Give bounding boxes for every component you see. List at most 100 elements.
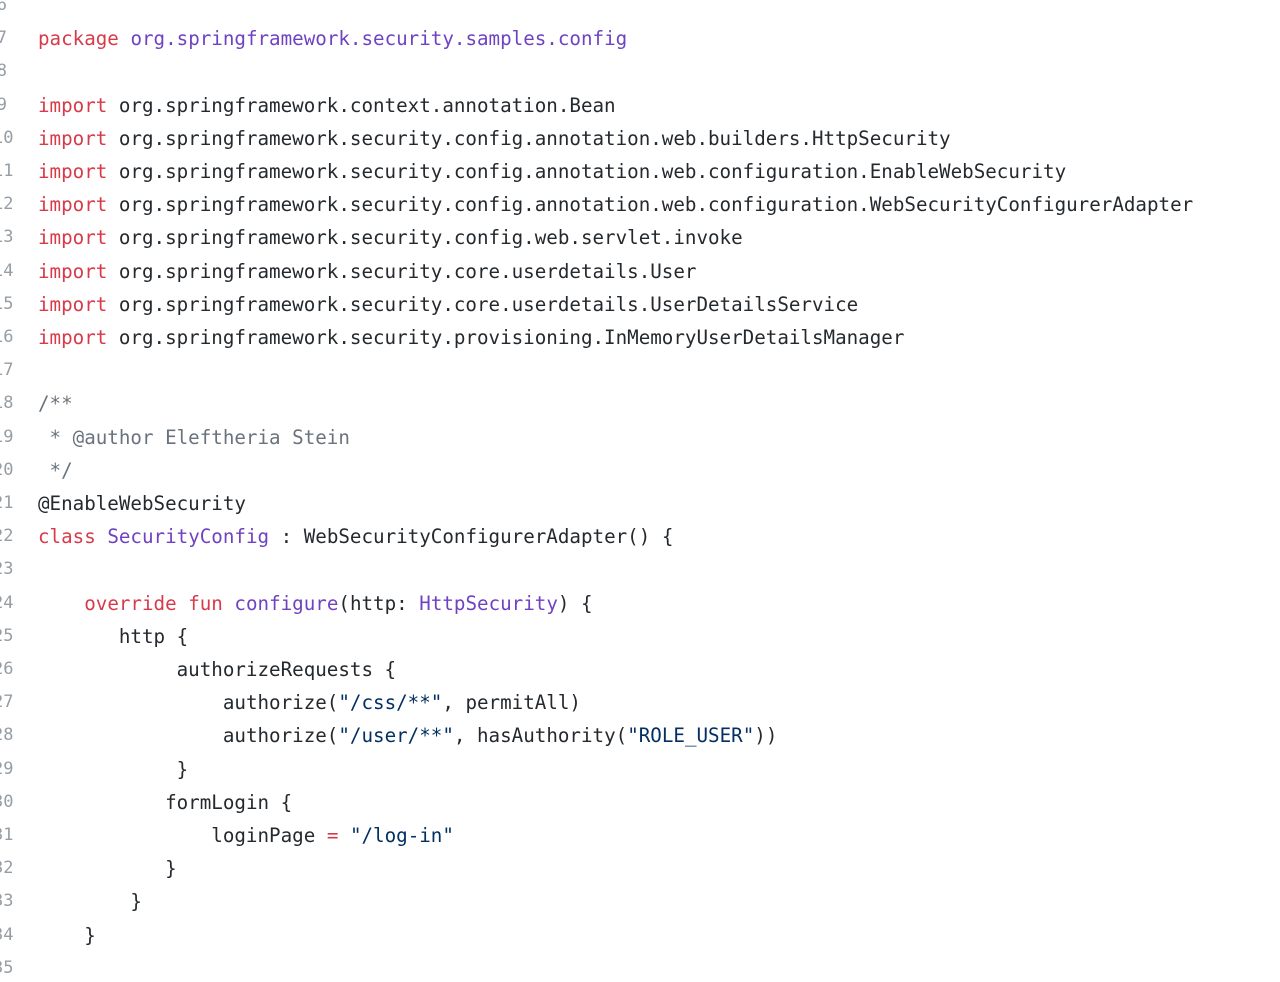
code-line[interactable]: 20 */ (0, 454, 1280, 487)
indent (38, 658, 177, 681)
line-number: 8 (0, 61, 7, 82)
string-token: "/css/**" (338, 691, 443, 715)
code-line[interactable]: 10import org.springframework.security.co… (0, 122, 1280, 155)
line-number: 10 (0, 127, 14, 148)
keyword-token: import (38, 93, 108, 117)
line-number: 34 (0, 924, 14, 945)
code-text: /** (38, 387, 73, 420)
code-line[interactable]: 16import org.springframework.security.pr… (0, 321, 1280, 354)
string-token: "ROLE_USER" (627, 724, 755, 748)
text-token (223, 592, 235, 615)
text-token: authorizeRequests { (176, 658, 397, 681)
text-token: loginPage (211, 824, 327, 847)
code-line[interactable]: 12 import org.springframework.security.co… (0, 188, 1280, 221)
code-line[interactable]: 8 (0, 55, 1280, 88)
code-line[interactable]: 11import org.springframework.security.co… (0, 155, 1280, 188)
code-line[interactable]: 28 authorize("/user/**", hasAuthority("R… (0, 719, 1280, 752)
code-line[interactable]: 17 (0, 354, 1280, 387)
text-token (338, 824, 350, 847)
line-number: 18 (0, 393, 14, 414)
line-number: 12 (0, 194, 14, 215)
line-number: 31 (0, 825, 14, 845)
code-text: http { (38, 620, 188, 653)
comment-token: /** (38, 392, 73, 416)
line-number: 29 (0, 758, 14, 779)
keyword-token: package (38, 27, 119, 51)
line-number: 22 (0, 526, 14, 547)
line-number: 9 (0, 94, 7, 115)
code-text: } (38, 852, 177, 885)
code-text: authorize("/css/**", permitAll) (38, 686, 581, 719)
indent (38, 625, 119, 648)
code-text: authorize("/user/**", hasAuthority("ROLE… (38, 719, 778, 752)
text-token: , permitAll) (442, 691, 581, 715)
keyword-token: import (38, 126, 108, 150)
code-line[interactable]: 6 (0, 0, 1280, 22)
code-line[interactable]: 30 formLogin { (0, 786, 1280, 819)
keyword-token: class (38, 525, 96, 549)
code-line[interactable]: 23 (0, 553, 1280, 586)
code-line[interactable]: 18 /** (0, 387, 1280, 420)
code-text: } (38, 753, 189, 786)
line-number: 28 (0, 725, 14, 746)
code-line[interactable]: 22class SecurityConfig : WebSecurityConf… (0, 520, 1280, 553)
indent (38, 724, 223, 747)
text-token: org.springframework.security.config.web.… (107, 226, 743, 250)
text-token: authorize( (222, 724, 339, 748)
code-text: * @author Eleftheria Stein (38, 421, 350, 454)
code-text: override fun configure(http: HttpSecurit… (38, 587, 593, 620)
text-token: @EnableWebSecurity (38, 492, 246, 515)
indent (38, 592, 84, 615)
code-text: */ (38, 454, 73, 487)
text-token: http { (118, 624, 189, 648)
text-token: : WebSecurityConfigurerAdapter() { (269, 525, 674, 549)
identifier-token: configure (234, 591, 339, 615)
text-token: ) { (557, 591, 593, 615)
code-line[interactable]: 19 * @author Eleftheria Stein (0, 421, 1280, 454)
line-number: 35 (0, 957, 14, 978)
line-number: 11 (0, 161, 14, 181)
code-line[interactable]: 26 authorizeRequests { (0, 653, 1280, 686)
code-line[interactable]: 33 } (0, 885, 1280, 918)
line-number: 20 (0, 459, 14, 480)
line-number: 24 (0, 592, 14, 613)
code-line[interactable]: 21 @EnableWebSecurity (0, 487, 1280, 520)
line-number: 19 (0, 426, 14, 447)
text-token (119, 27, 131, 50)
code-text: authorizeRequests { (38, 653, 397, 686)
code-line[interactable]: 9 import org.springframework.context.anno… (0, 89, 1280, 122)
text-token: )) (754, 724, 778, 748)
code-text: formLogin { (38, 786, 292, 819)
text-token: } (84, 923, 96, 947)
code-line[interactable]: 13import org.springframework.security.co… (0, 221, 1280, 254)
code-line[interactable]: 35 (0, 952, 1280, 982)
code-line[interactable]: 15import org.springframework.security.co… (0, 288, 1280, 321)
keyword-token: import (38, 226, 108, 250)
indent (38, 890, 130, 913)
code-line[interactable]: 27 authorize("/css/**", permitAll) (0, 686, 1280, 719)
code-line[interactable]: 29 } (0, 753, 1280, 786)
string-token: "/user/**" (338, 724, 454, 748)
text-token: org.springframework.security.provisionin… (107, 326, 905, 349)
code-line[interactable]: 14import org.springframework.security.co… (0, 255, 1280, 288)
code-line[interactable]: 32 } (0, 852, 1280, 885)
text-token: } (176, 757, 189, 781)
indent (38, 857, 165, 880)
code-text: import org.springframework.context.annot… (38, 89, 616, 122)
keyword-token: import (38, 160, 108, 183)
code-text: import org.springframework.security.conf… (38, 188, 1193, 221)
line-number: 25 (0, 625, 14, 646)
line-number: 7 (0, 28, 7, 49)
text-token: } (130, 890, 142, 914)
comment-token: * @author Eleftheria Stein (38, 425, 350, 449)
text-token: formLogin { (165, 790, 293, 814)
keyword-token: import (38, 193, 108, 217)
text-token: , hasAuthority( (453, 724, 628, 748)
code-line[interactable]: 25 http { (0, 620, 1280, 653)
line-number: 21 (0, 493, 14, 513)
code-line[interactable]: 34 } (0, 919, 1280, 952)
code-line[interactable]: 24 override fun configure(http: HttpSecu… (0, 587, 1280, 620)
code-line[interactable]: 31 loginPage = "/log-in" (0, 819, 1280, 852)
